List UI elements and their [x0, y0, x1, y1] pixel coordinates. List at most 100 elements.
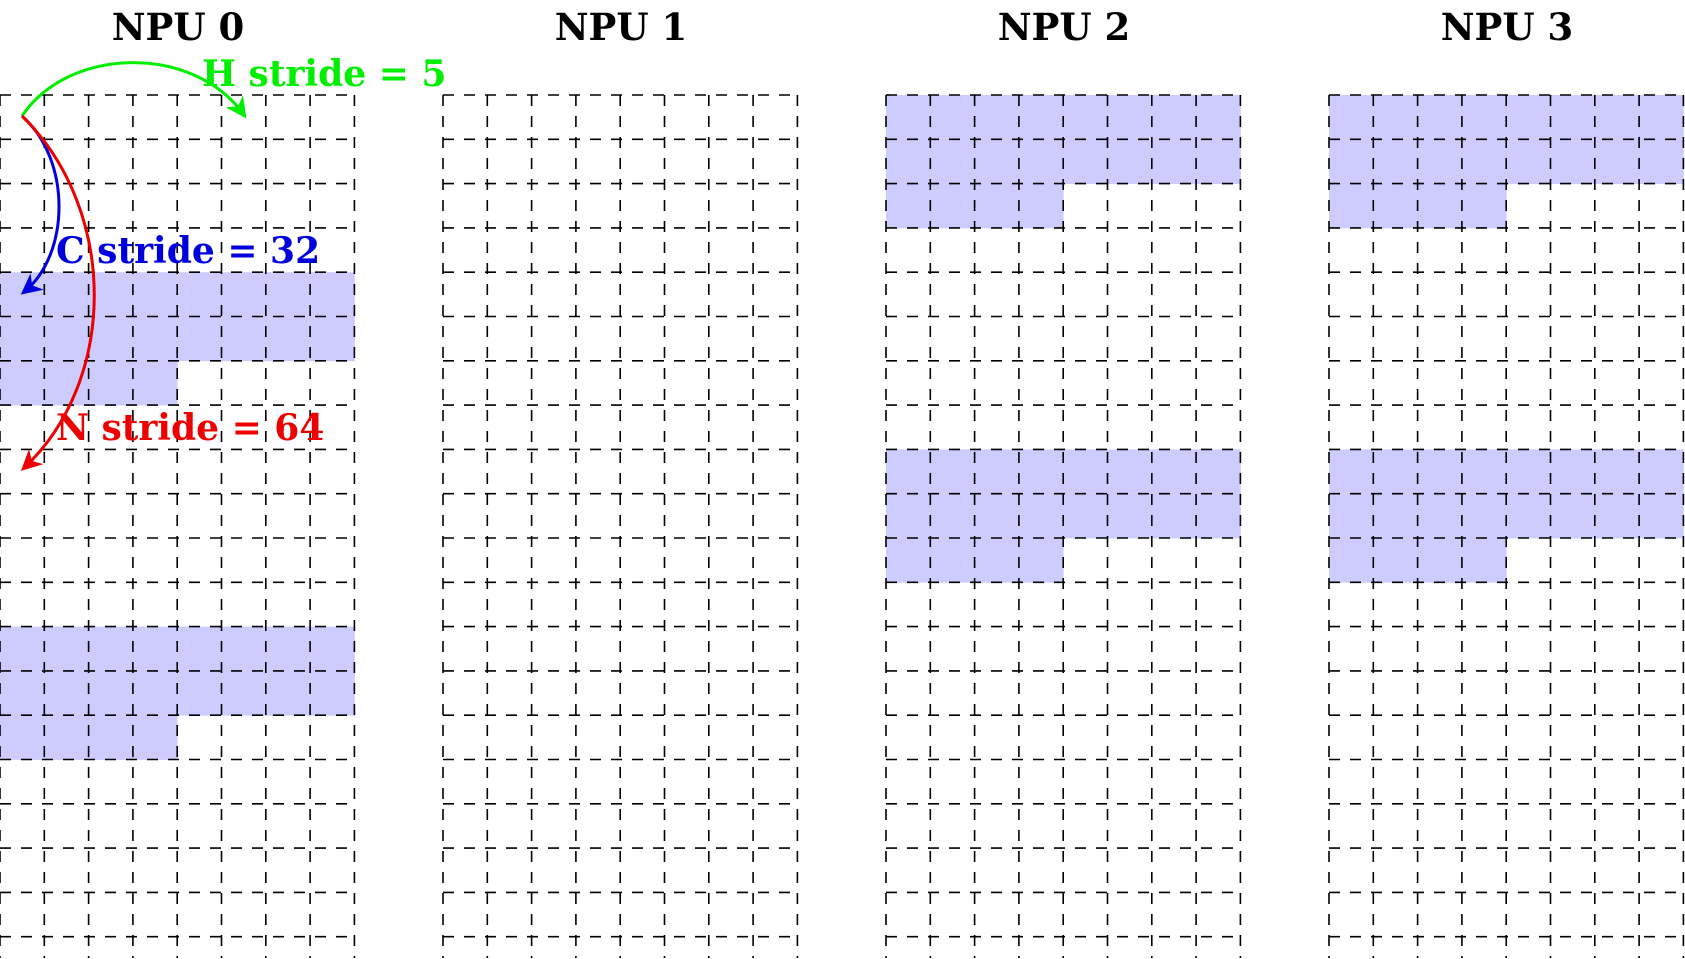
npu-0-cell-r13-c4: [177, 670, 222, 716]
npu-0-cell-r5-c0: [0, 316, 45, 362]
npu-3-cell-r9-c0: [1329, 493, 1374, 539]
npu-0-cell-r5-c6: [265, 316, 311, 362]
npu-3-cell-r1-c7: [1639, 139, 1684, 184]
npu-2-cell-r8-c1: [930, 449, 975, 495]
npu-2-cell-r9-c1: [930, 493, 975, 539]
npu-2-cell-r0-c7: [1196, 95, 1241, 140]
npu-3-cell-r1-c4: [1506, 139, 1551, 184]
npu-2-cell-r1-c6: [1151, 139, 1197, 184]
npu-0-cell-r12-c4: [177, 626, 222, 672]
npu-0-cell-r13-c0: [0, 670, 45, 716]
npu-2-cell-r1-c5: [1107, 139, 1153, 184]
npu-2-cell-r9-c3: [1018, 493, 1064, 539]
npu-3-filled-cells: [1329, 95, 1684, 583]
npu-3-cell-r0-c4: [1506, 95, 1551, 140]
npu-0-cell-r12-c5: [221, 626, 267, 672]
npu-3-cell-r2-c0: [1329, 183, 1374, 229]
npu-3-cell-r0-c0: [1329, 95, 1374, 140]
npu-3-cell-r0-c7: [1639, 95, 1684, 140]
npu-2-cell-r9-c0: [886, 493, 931, 539]
npu-2-cell-r9-c4: [1063, 493, 1108, 539]
npu-0-cell-r4-c7: [310, 272, 355, 317]
npu-0-cell-r4-c5: [221, 272, 267, 317]
npu-2-cell-r0-c0: [886, 95, 931, 140]
npu-0-cell-r4-c2: [88, 272, 134, 317]
npu-3-cell-r9-c3: [1461, 493, 1507, 539]
npu-2-cell-r0-c1: [930, 95, 975, 140]
npu-3-cell-r8-c6: [1594, 449, 1640, 495]
npu-0-cell-r13-c5: [221, 670, 267, 716]
npu-0-cell-r13-c1: [44, 670, 89, 716]
npu-2-cell-r0-c2: [974, 95, 1020, 140]
npu-2-cell-r9-c5: [1107, 493, 1153, 539]
npu-0-cell-r4-c4: [177, 272, 222, 317]
npu-2-cell-r10-c1: [930, 538, 975, 583]
npu-0-cell-r12-c6: [265, 626, 311, 672]
c-stride-label: C stride = 32: [56, 230, 320, 272]
npu-2-cell-r8-c3: [1018, 449, 1064, 495]
npu-3-grid: [1328, 94, 1685, 958]
npu-0-cell-r14-c0: [0, 715, 45, 760]
npu-0-cell-r6-c2: [88, 360, 134, 406]
npu-2-cell-r2-c0: [886, 183, 931, 229]
n-stride-arrow: [20, 114, 96, 471]
npu-2-cell-r1-c4: [1063, 139, 1108, 184]
npu-0-cell-r4-c6: [265, 272, 311, 317]
npu-2-title: NPU 2: [998, 5, 1131, 49]
npu-2-cell-r0-c6: [1151, 95, 1197, 140]
npu-3-cell-r10-c2: [1417, 538, 1463, 583]
npu-2-cell-r9-c2: [974, 493, 1020, 539]
npu-0-cell-r6-c0: [0, 360, 45, 406]
npu-3-cell-r10-c3: [1461, 538, 1507, 583]
n-stride-label: N stride = 64: [56, 407, 324, 449]
npu-panel-3: NPU 3: [1328, 5, 1685, 958]
npu-3-cell-r1-c2: [1417, 139, 1463, 184]
npu-3-cell-r0-c5: [1550, 95, 1596, 140]
c-stride-arrow: [20, 114, 61, 295]
npu-3-cell-r8-c5: [1550, 449, 1596, 495]
npu-3-cell-r0-c6: [1594, 95, 1640, 140]
npu-3-cell-r9-c4: [1506, 493, 1551, 539]
npu-2-cell-r0-c5: [1107, 95, 1153, 140]
npu-panel-1: NPU 1: [442, 5, 799, 958]
npu-1-title: NPU 1: [555, 5, 688, 49]
npu-2-cell-r8-c7: [1196, 449, 1241, 495]
npu-2-cell-r1-c2: [974, 139, 1020, 184]
npu-0-cell-r12-c0: [0, 626, 45, 672]
npu-3-cell-r8-c4: [1506, 449, 1551, 495]
npu-0-title: NPU 0: [112, 5, 245, 49]
npu-3-cell-r1-c1: [1373, 139, 1418, 184]
npu-3-cell-r9-c6: [1594, 493, 1640, 539]
npu-0-grid: [0, 94, 356, 958]
npu-3-cell-r10-c1: [1373, 538, 1418, 583]
npu-0-cell-r5-c3: [132, 316, 178, 362]
npu-0-cell-r12-c3: [132, 626, 178, 672]
npu-0-cell-r4-c3: [132, 272, 178, 317]
npu-0-cell-r14-c1: [44, 715, 89, 760]
npu-2-cell-r1-c7: [1196, 139, 1241, 184]
npu-2-cell-r8-c2: [974, 449, 1020, 495]
npu-2-cell-r1-c0: [886, 139, 931, 184]
npu-2-cell-r1-c1: [930, 139, 975, 184]
npu-3-cell-r9-c5: [1550, 493, 1596, 539]
npu-3-cell-r9-c2: [1417, 493, 1463, 539]
npu-2-cell-r0-c3: [1018, 95, 1064, 140]
npu-3-cell-r9-c1: [1373, 493, 1418, 539]
npu-2-cell-r2-c2: [974, 183, 1020, 229]
npu-0-filled-cells: [0, 272, 355, 760]
npu-2-cell-r10-c0: [886, 538, 931, 583]
npu-3-cell-r0-c2: [1417, 95, 1463, 140]
npu-0-cell-r5-c1: [44, 316, 89, 362]
npu-0-cell-r5-c4: [177, 316, 222, 362]
npu-0-cell-r13-c7: [310, 670, 355, 716]
npu-0-cell-r5-c5: [221, 316, 267, 362]
npu-3-cell-r8-c3: [1461, 449, 1507, 495]
h-stride-label: H stride = 5: [202, 53, 446, 95]
npu-3-cell-r1-c5: [1550, 139, 1596, 184]
npu-2-cell-r8-c6: [1151, 449, 1197, 495]
npu-1-grid: [442, 94, 799, 958]
npu-2-cell-r8-c5: [1107, 449, 1153, 495]
npu-3-cell-r1-c0: [1329, 139, 1374, 184]
npu-0-cell-r13-c2: [88, 670, 134, 716]
